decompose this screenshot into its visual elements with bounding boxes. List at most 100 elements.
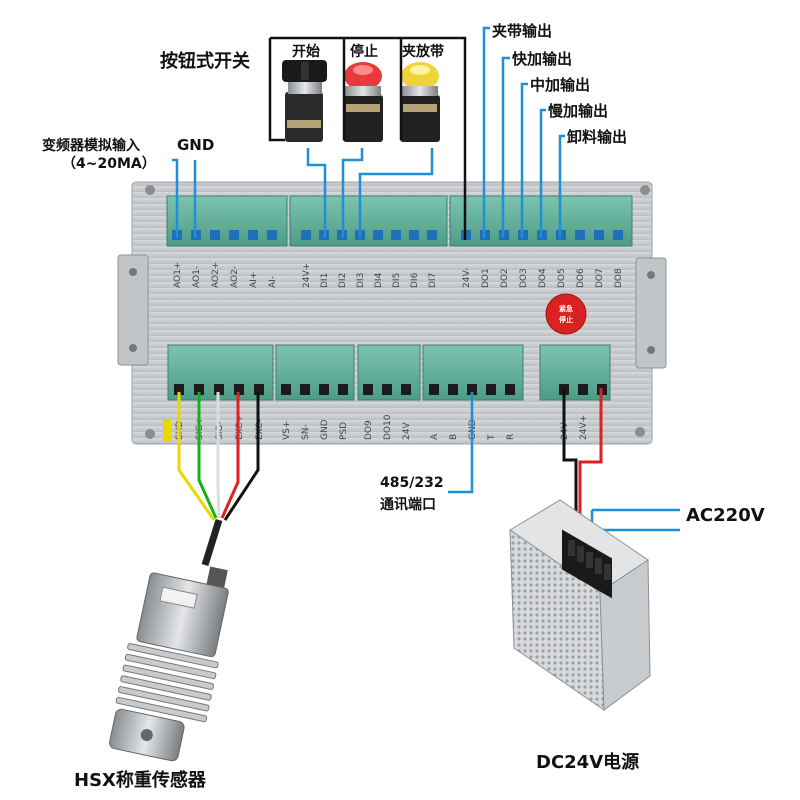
top-terminal-label: AI+ [249,272,259,288]
analog-input-range: （4~20MA） [62,156,156,172]
power-supply-label: DC24V电源 [536,752,640,773]
bottom-terminal-label: SN- [301,424,311,440]
sensor-wiring [177,392,260,567]
bottom-terminal-label: A [430,433,440,440]
top-terminal-label: AO2- [230,266,240,288]
button-wiring-black [268,36,467,240]
comm-wiring-blue [448,392,474,494]
sensor-fin [120,675,212,701]
stop-sticker-line1: 紧急 [559,304,573,313]
top-terminal-label: DO7 [595,268,605,288]
terminal-screw [234,384,244,395]
top-terminal-label: DI6 [410,272,420,288]
bottom-terminal-label: VS+ [282,421,292,440]
terminal-screw [229,230,239,240]
power-wiring [562,388,680,572]
terminal-screw [575,230,585,240]
button-label-start: 开始 [292,44,320,60]
terminal-screw [267,230,277,240]
top-terminal-label: AO2+ [211,262,221,288]
analog-wiring-blue [172,158,197,238]
bottom-terminal-label: 24V+ [579,415,589,440]
button-wiring-blue [306,148,434,238]
weighing-sensor [109,566,229,762]
top-terminal-label: DO8 [614,268,624,288]
top-terminal-block-2 [289,195,448,247]
terminal-screw [363,384,373,395]
terminal-screw [301,230,311,240]
top-terminal-label: 24V+ [302,263,312,288]
comm-port-label-1: 485/232 [380,475,444,491]
output-wiring-blue [482,26,565,238]
terminal-screw [409,230,419,240]
bottom-terminal-label: DO10 [383,414,393,440]
psu-terminal [595,558,602,574]
sensor-fin [117,686,210,712]
button-stop-red [343,62,383,142]
sensor-shield-marker [163,420,171,442]
switch-title: 按钮式开关 [160,51,250,72]
output-label-3: 中加输出 [530,76,591,94]
terminal-screw [174,384,184,395]
terminal-screw [194,384,204,395]
button-label-clamp: 夹放带 [402,44,444,60]
bottom-terminal-label: B [449,434,459,440]
output-label-4: 慢加输出 [548,102,609,120]
terminal-screw [281,384,291,395]
top-terminal-label: AO1+ [173,262,183,288]
bottom-terminal-label: T [487,434,497,441]
psu-terminal [568,540,575,556]
terminal-screw [214,384,224,395]
terminal-screw [578,384,588,395]
output-label-2: 快加输出 [512,50,573,68]
bottom-terminal-label: EXC+ [235,415,245,440]
button-label-stop: 停止 [350,44,378,60]
gnd-label: GND [177,136,215,154]
bottom-terminal-label: R [506,434,516,440]
stop-sticker-line2: 停止 [559,315,573,324]
top-terminal-label: DI3 [356,273,366,288]
terminal-screw [448,384,458,395]
bottom-terminal-label: SIG- [215,421,225,440]
terminal-screw [300,384,310,395]
terminal-screw [594,230,604,240]
top-terminal-label: AI- [268,276,278,288]
psu-terminal [586,552,593,568]
terminal-screw [486,384,496,395]
top-terminal-label: DO3 [519,268,529,288]
sensor-fin [127,643,219,669]
terminal-screw [373,230,383,240]
terminal-screw [210,230,220,240]
bottom-terminal-label: DO9 [364,420,374,440]
terminal-screw [382,384,392,395]
emergency-stop-sticker: 紧急 停止 [545,293,587,335]
bottom-terminal-label: 24V [402,422,412,440]
top-terminal-label: DI7 [428,273,438,288]
top-terminal-label: DO5 [557,268,567,288]
sensor-fin [124,653,217,680]
top-terminal-label: DI1 [320,273,330,288]
bottom-terminal-label: PSD [339,422,349,440]
output-label-1: 夹带输出 [492,22,553,40]
button-clamp-yellow [400,62,440,142]
top-terminal-label: DI2 [338,273,348,288]
output-label-5: 卸料输出 [567,128,628,146]
terminal-screw [505,384,515,395]
terminal-screw [429,384,439,395]
top-terminal-label: DI5 [392,273,402,288]
comm-port-label-2: 通讯端口 [380,497,436,513]
terminal-screw [248,230,258,240]
analog-input-label: 变频器模拟输入 [42,138,140,154]
psu-terminal [577,546,584,562]
sensor-fin [115,696,208,723]
top-terminal-label: AO1- [192,266,202,288]
terminal-screw [427,230,437,240]
button-start-switch [282,60,327,142]
sensor-fin [122,664,215,690]
psu-terminal [604,564,611,580]
top-terminal-label: DO1 [481,268,491,288]
power-supply [509,499,651,711]
terminal-screw [319,384,329,395]
sensor-label: HSX称重传感器 [74,770,206,791]
